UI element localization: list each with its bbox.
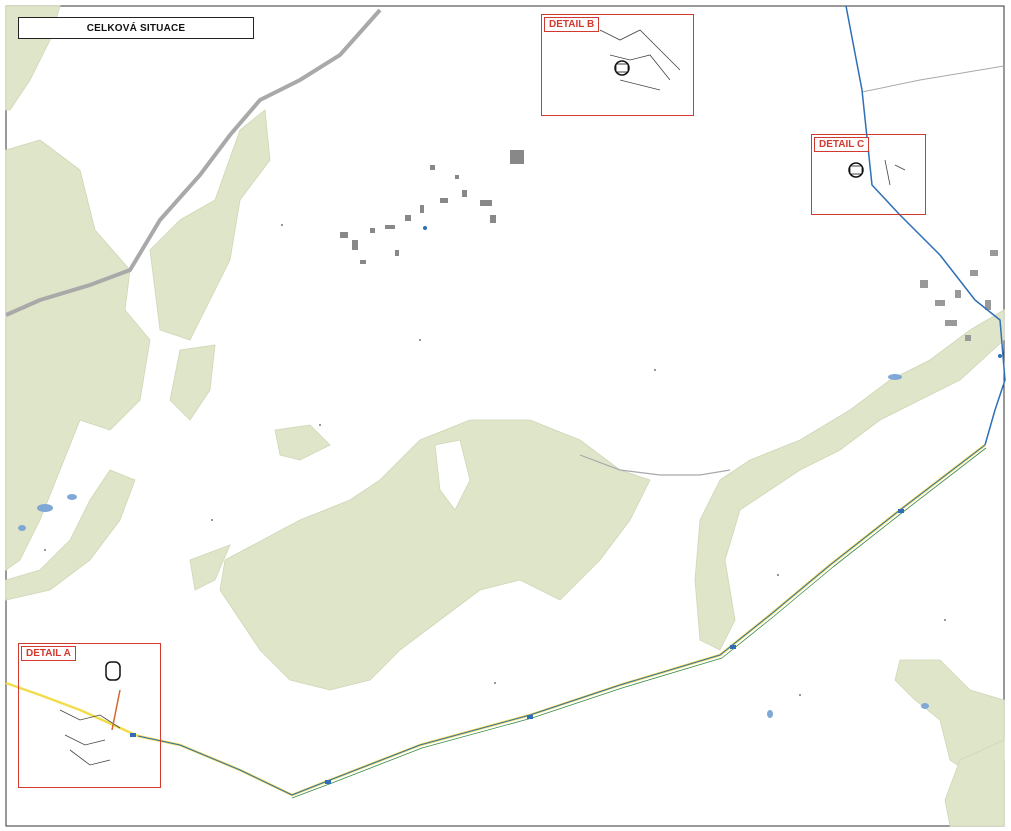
map-title: CELKOVÁ SITUACE (86, 22, 186, 34)
detail-a-sketch (59, 661, 121, 766)
main-road (5, 8, 1005, 476)
detail-b-sketch (599, 29, 681, 91)
detail-b-label: DETAIL B (544, 17, 600, 32)
route-markers (130, 226, 1002, 784)
detail-c-label: DETAIL C (814, 137, 870, 152)
detail-b-frame[interactable]: DETAIL B (541, 14, 694, 116)
village-north (340, 150, 524, 264)
detail-c-sketch (848, 159, 906, 186)
map-title-box: CELKOVÁ SITUACE (18, 17, 254, 39)
detail-a-label: DETAIL A (21, 646, 76, 661)
detail-c-frame[interactable]: DETAIL C (811, 134, 926, 215)
detail-a-frame[interactable]: DETAIL A (18, 643, 161, 788)
minor-map-marks (44, 224, 946, 696)
water-bodies (18, 374, 929, 718)
village-east (920, 250, 998, 341)
